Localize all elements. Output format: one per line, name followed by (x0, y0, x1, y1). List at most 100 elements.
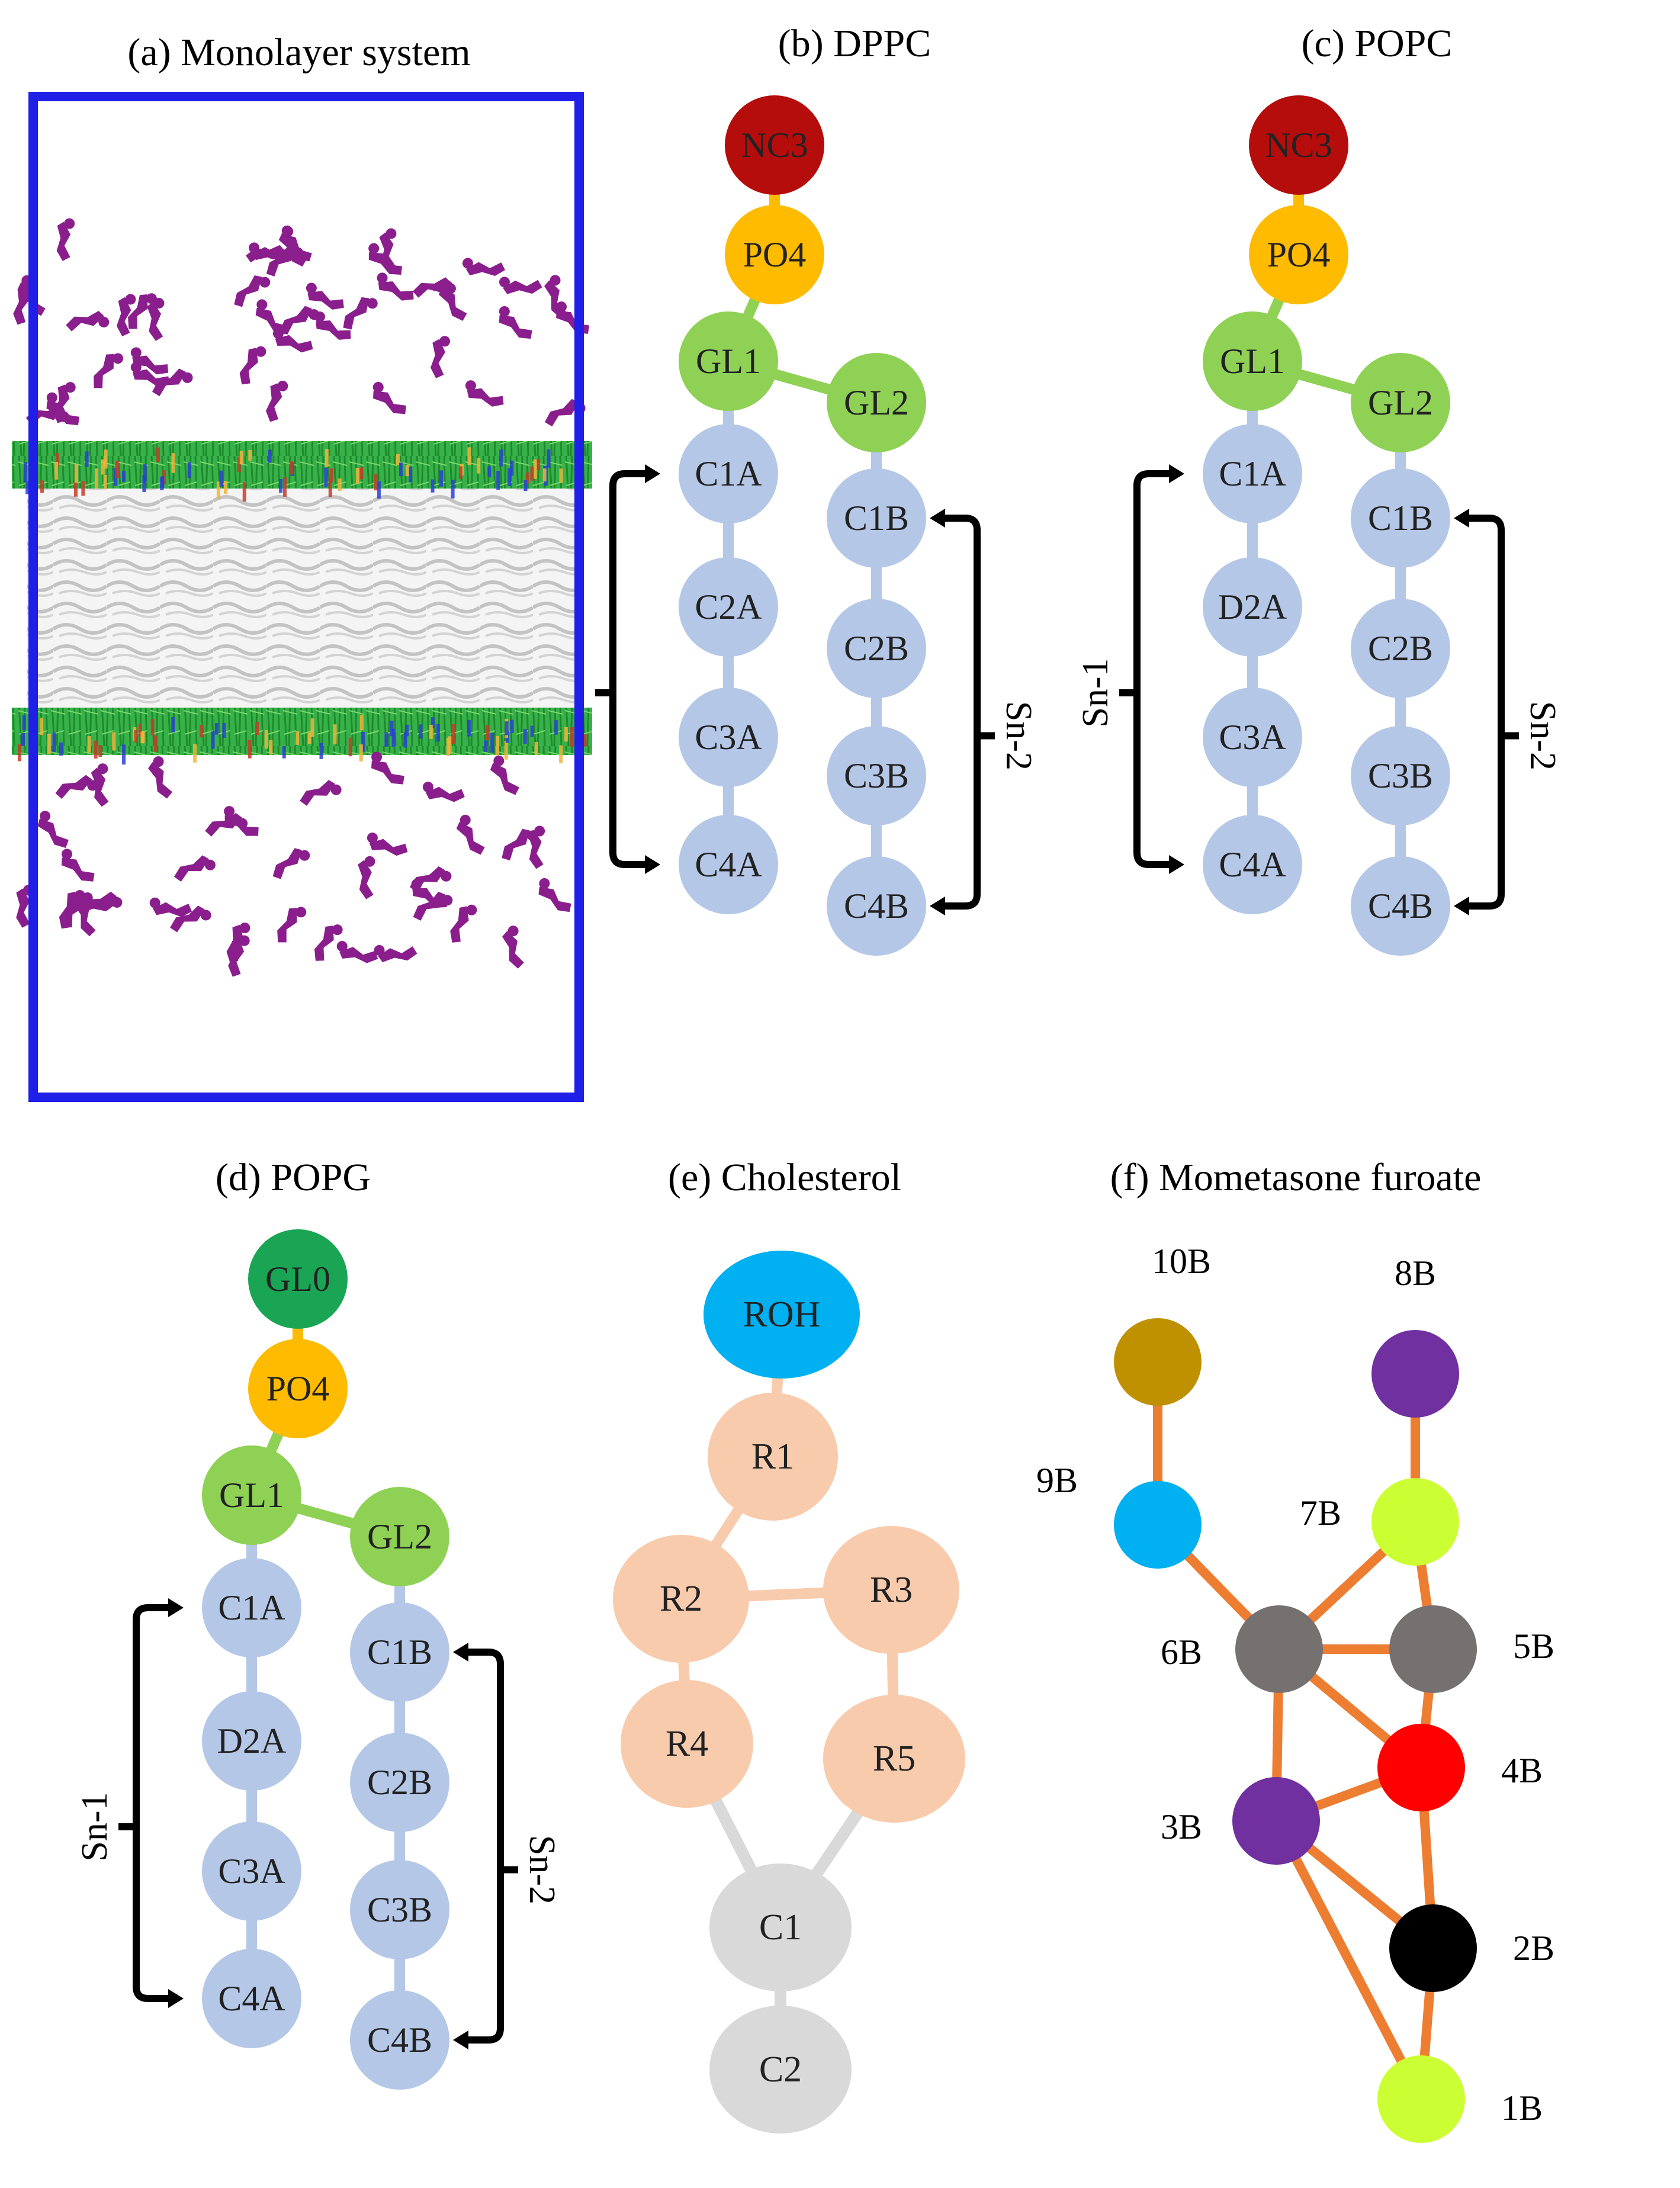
drug-molecule (147, 297, 165, 341)
panel-b-title: (b) DPPC (778, 22, 931, 65)
svg-text:PO4: PO4 (266, 1369, 330, 1408)
drug-molecule (234, 275, 271, 307)
svg-text:GL1: GL1 (1220, 342, 1285, 381)
c-bead-c3a: C3A (1203, 687, 1302, 787)
b-bead-c2b: C2B (827, 599, 926, 698)
d-bead-c3b: C3B (350, 1860, 449, 1959)
e-bead-r5: R5 (823, 1695, 965, 1823)
drug-molecule (149, 897, 192, 917)
monolayer-snapshot (12, 92, 592, 1102)
svg-text:R4: R4 (666, 1724, 708, 1764)
svg-text:GL1: GL1 (219, 1476, 284, 1515)
svg-text:GL2: GL2 (1368, 383, 1433, 422)
drug-molecule (56, 218, 75, 261)
svg-text:C1B: C1B (1368, 499, 1433, 538)
svg-text:PO4: PO4 (1267, 235, 1331, 274)
drug-molecule (456, 814, 485, 855)
b-bead-c1b: C1B (827, 468, 926, 568)
svg-text:Sn-1: Sn-1 (75, 1792, 115, 1861)
f-bead-b3 (1232, 1777, 1320, 1865)
svg-text:NC3: NC3 (1265, 126, 1332, 165)
b-bead-c4a: C4A (679, 815, 778, 914)
f-bead-b2 (1389, 1904, 1477, 1992)
c-sn1-bracket: Sn-1 (1075, 464, 1184, 874)
svg-text:PO4: PO4 (743, 235, 807, 274)
f-bead-b1 (1377, 2055, 1465, 2143)
svg-text:R1: R1 (751, 1437, 794, 1477)
e-bead-c2: C2 (709, 2006, 852, 2134)
drug-molecule (462, 258, 506, 277)
drug-molecule (465, 380, 504, 407)
drug-molecule (37, 811, 69, 849)
d-bead-c1b: C1B (350, 1602, 449, 1702)
drug-molecule (116, 294, 136, 337)
drug-molecule (91, 763, 109, 807)
svg-text:C3B: C3B (367, 1890, 432, 1929)
drug-molecule (170, 905, 211, 933)
d-sn1-bracket: Sn-1 (75, 1598, 184, 2008)
c-bead-gl1: GL1 (1203, 311, 1302, 411)
svg-text:Sn-1: Sn-1 (1075, 658, 1116, 727)
b-bead-c4b: C4B (827, 856, 926, 956)
svg-text:C2B: C2B (844, 629, 909, 668)
svg-text:C1B: C1B (367, 1633, 432, 1672)
svg-text:C1: C1 (759, 1907, 802, 1948)
c-bead-c1b: C1B (1351, 468, 1450, 568)
f-label-7b: 7B (1300, 1493, 1341, 1532)
svg-text:C4A: C4A (218, 1979, 285, 2018)
drug-molecule (372, 381, 407, 415)
drug-molecule (306, 282, 344, 310)
f-bead-b5 (1389, 1605, 1477, 1693)
drug-molecule (280, 306, 320, 335)
drug-molecule (499, 306, 532, 339)
d-bead-gl0: GL0 (248, 1229, 348, 1329)
c-bead-c4b: C4B (1351, 856, 1450, 956)
drug-molecules-upper (13, 218, 590, 427)
svg-text:C4B: C4B (367, 2020, 432, 2060)
drug-molecule (527, 825, 545, 869)
svg-text:C4A: C4A (1219, 845, 1286, 884)
f-label-10b: 10B (1152, 1242, 1211, 1281)
f-label-8b: 8B (1395, 1254, 1436, 1293)
panel-e-title: (e) Cholesterol (668, 1156, 901, 1199)
d-bead-c4a: C4A (202, 1949, 301, 2048)
svg-text:C4B: C4B (844, 886, 909, 926)
svg-text:C1A: C1A (695, 454, 762, 493)
drug-molecule (300, 780, 342, 806)
svg-text:GL1: GL1 (696, 342, 761, 381)
e-bead-roh: ROH (704, 1251, 860, 1379)
drug-molecule (205, 812, 248, 837)
drug-molecule (413, 891, 453, 921)
d-bead-c1a: C1A (202, 1558, 301, 1657)
f-label-4b: 4B (1501, 1751, 1543, 1790)
water-slab (27, 486, 581, 711)
drug-molecule (272, 848, 310, 879)
svg-text:Sn-2: Sn-2 (522, 1835, 562, 1904)
svg-text:ROH: ROH (743, 1294, 821, 1335)
c-bead-c1a: C1A (1203, 424, 1302, 523)
drug-molecule (148, 756, 173, 799)
panel-d-title: (d) POPG (216, 1156, 371, 1199)
drug-molecule (152, 368, 193, 397)
e-bead-r2: R2 (613, 1535, 749, 1663)
upper-monolayer (12, 441, 592, 489)
e-bead-r1: R1 (708, 1393, 838, 1521)
lower-monolayer (12, 708, 592, 755)
drug-molecule (343, 297, 378, 330)
panel-c-title: (c) POPC (1302, 22, 1453, 65)
b-bead-po4: PO4 (725, 205, 824, 304)
drug-molecule (358, 856, 375, 899)
b-bead-c1a: C1A (679, 424, 778, 523)
svg-text:C2: C2 (759, 2049, 802, 2090)
svg-text:C1A: C1A (1219, 454, 1286, 493)
svg-text:C4A: C4A (695, 845, 762, 884)
drug-molecule (450, 904, 477, 943)
c-bead-c3b: C3B (1351, 726, 1450, 825)
drug-molecule (490, 755, 519, 795)
f-bead-b6 (1235, 1605, 1323, 1693)
drug-molecule (128, 293, 157, 329)
connectors: Sn-1Sn-2Sn-1Sn-2Sn-1Sn-2 (75, 140, 1563, 2104)
f-bead-b9 (1114, 1481, 1202, 1569)
b-sn2-bracket: Sn-2 (930, 509, 1039, 915)
drug-molecule (255, 299, 288, 335)
